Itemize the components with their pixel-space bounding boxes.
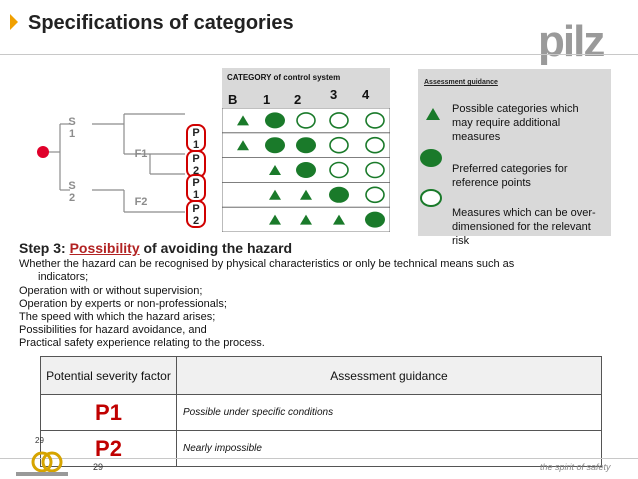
header-bullet-icon [10,14,18,30]
node-p2-lower: P 2 [186,200,206,228]
step-line-5: The speed with which the hazard arises; [19,311,216,323]
triangle-icon [333,214,345,225]
triangle-icon [237,140,249,151]
open-circle-icon [329,112,349,129]
category-column-2: 2 [294,92,302,107]
factor-cell: P2 [40,430,177,467]
guidance-item-3: Measures which can be over-dimensioned f… [452,207,596,247]
filled-circle-icon [365,211,385,228]
open-circle-icon [420,189,442,207]
open-circle-icon [365,136,385,154]
header-cell-factor: Potential severity factor [40,356,177,395]
open-circle-icon [329,136,349,154]
node-p1-upper: P 1 [186,124,206,152]
guidance-cell: Possible under specific conditions [176,394,602,431]
triangle-icon [426,108,440,120]
assessment-guidance-title: Assessment guidance [424,79,498,86]
start-dot [37,146,49,158]
step-line-2: indicators; [38,271,89,283]
severity-factor-table: Potential severity factor Assessment gui… [40,356,602,467]
category-column-3: 3 [330,87,338,102]
node-p2-upper: P 2 [186,150,206,178]
table-header-row: Potential severity factor Assessment gui… [40,356,602,395]
step-suffix: of avoiding the hazard [139,240,293,256]
page-number-small: 29 [35,436,44,445]
node-s1: S 1 [68,116,76,140]
filled-circle-icon [296,162,316,178]
category-table-title: CATEGORY of control system [227,73,341,82]
step-line-3: Operation with or without supervision; [19,285,203,297]
filled-circle-icon [329,186,349,203]
triangle-icon [237,115,249,126]
category-column-4: 4 [362,87,370,102]
triangle-icon [300,214,312,225]
guidance-cell: Nearly impossible [176,430,602,467]
filled-circle-icon [420,149,442,167]
node-s2: S 2 [68,180,76,204]
step-line-1: Whether the hazard can be recognised by … [19,258,515,270]
category-column-B: B [228,92,238,107]
header-divider [0,54,638,55]
node-f1: F1 [134,148,148,160]
triangle-icon [269,165,281,175]
table-row: P2 Nearly impossible [40,430,602,467]
slide-title: Specifications of categories [28,12,294,34]
category-column-1: 1 [263,92,271,107]
triangle-icon [269,189,281,200]
step-line-6: Possibilities for hazard avoidance, and [19,324,207,336]
footer-divider [0,458,638,459]
category-table-header-bg [222,68,390,88]
triangle-icon [300,189,312,200]
category-columns-bg [222,88,390,108]
open-circle-icon [296,112,316,129]
table-row: P1 Possible under specific conditions [40,394,602,431]
step-highlight: Possibility [69,240,140,256]
node-f2: F2 [134,196,148,208]
open-circle-icon [365,112,385,129]
step-line-7: Practical safety experience relating to … [19,337,265,349]
pilz-logo: pilz [538,17,606,66]
open-circle-icon [365,161,385,179]
guidance-item-1: Possible categories which may require ad… [452,103,579,143]
step-prefix: Step 3: [19,240,70,256]
open-circle-icon [329,161,349,179]
filled-circle-icon [265,112,285,129]
step-heading: Step 3: Possibility of avoiding the haza… [19,240,292,256]
category-matrix [222,108,390,232]
header-cell-guidance: Assessment guidance [176,356,602,395]
assessment-guidance-panel [418,69,611,236]
filled-circle-icon [296,137,316,154]
step-line-4: Operation by experts or non-professional… [19,298,227,310]
node-p1-lower: P 1 [186,174,206,202]
risk-graph-lines [46,113,185,213]
svg-text:pilz: pilz [538,17,604,66]
guidance-item-2: Preferred categories for reference point… [452,163,568,189]
factor-cell: P1 [40,394,177,431]
triangle-icon [269,214,281,225]
footer-tagline: the spirit of safety [540,462,611,472]
filled-circle-icon [265,137,285,154]
page-number: 29 [93,462,104,472]
open-circle-icon [365,186,385,204]
company-logo [16,451,68,476]
